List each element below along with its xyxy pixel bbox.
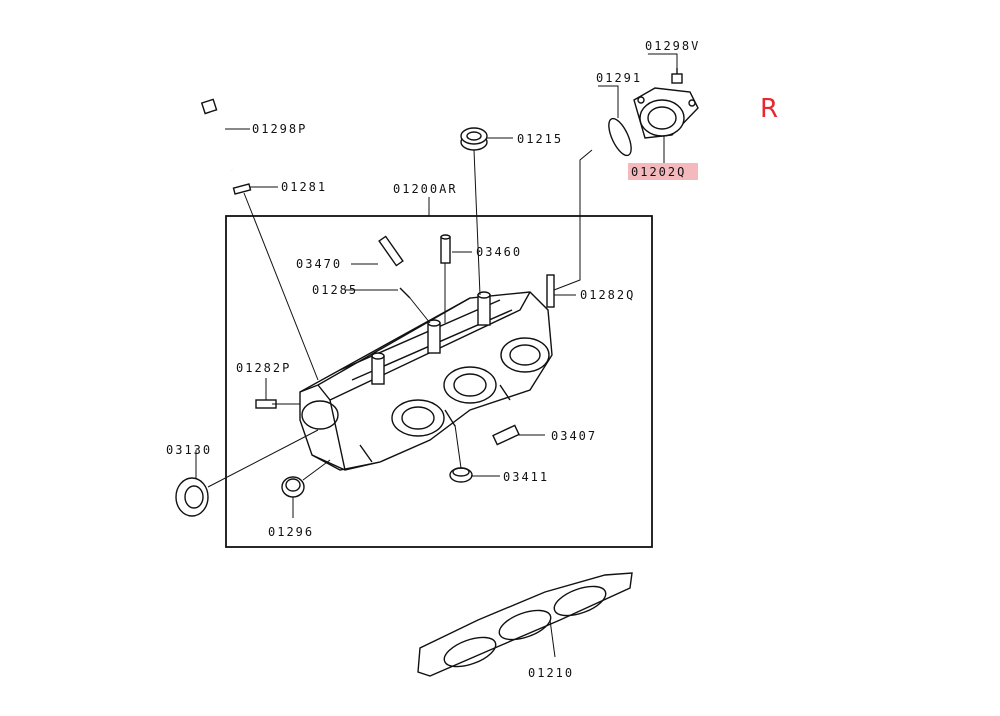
label-01282P[interactable]: 01282P [236, 361, 291, 375]
label-01296[interactable]: 01296 [268, 525, 314, 539]
part-01298V-bolt [671, 68, 683, 84]
part-01298P-bolt [200, 98, 234, 171]
label-01291[interactable]: 01291 [596, 71, 642, 85]
label-03407[interactable]: 03407 [551, 429, 597, 443]
label-01285[interactable]: 01285 [312, 283, 358, 297]
label-03411[interactable]: 03411 [503, 470, 549, 484]
label-01202Q[interactable]: 01202Q [631, 165, 686, 179]
label-03460[interactable]: 03460 [476, 245, 522, 259]
label-01215[interactable]: 01215 [517, 132, 563, 146]
part-01291-oring [608, 117, 632, 157]
label-01298P[interactable]: 01298P [252, 122, 307, 136]
label-03130[interactable]: 03130 [166, 443, 212, 457]
part-01281-pin [232, 183, 252, 195]
part-01296-plug [281, 476, 305, 498]
part-03130-oil-seal [175, 477, 209, 517]
label-01298V[interactable]: 01298V [645, 39, 700, 53]
label-01281[interactable]: 01281 [281, 180, 327, 194]
part-03460-pin [440, 234, 451, 264]
cylinder-head-part [299, 291, 553, 471]
label-01200AR[interactable]: 01200AR [393, 182, 458, 196]
label-03470[interactable]: 03470 [296, 257, 342, 271]
part-01215-seal [460, 127, 488, 151]
label-01282Q[interactable]: 01282Q [580, 288, 635, 302]
side-marker: R [760, 94, 778, 124]
label-01210[interactable]: 01210 [528, 666, 574, 680]
part-03470-rocker [378, 235, 404, 267]
part-01282Q-stud [546, 274, 555, 308]
leader-lines [195, 53, 678, 658]
part-01210-head-gasket [417, 572, 633, 677]
part-01285-pin [399, 287, 411, 299]
assembly-frame [225, 215, 653, 548]
part-01202Q-water-outlet [633, 87, 699, 139]
part-03411-clip [449, 467, 473, 483]
highlight-box-01202Q [628, 163, 698, 180]
part-03407-tappet [492, 424, 520, 446]
